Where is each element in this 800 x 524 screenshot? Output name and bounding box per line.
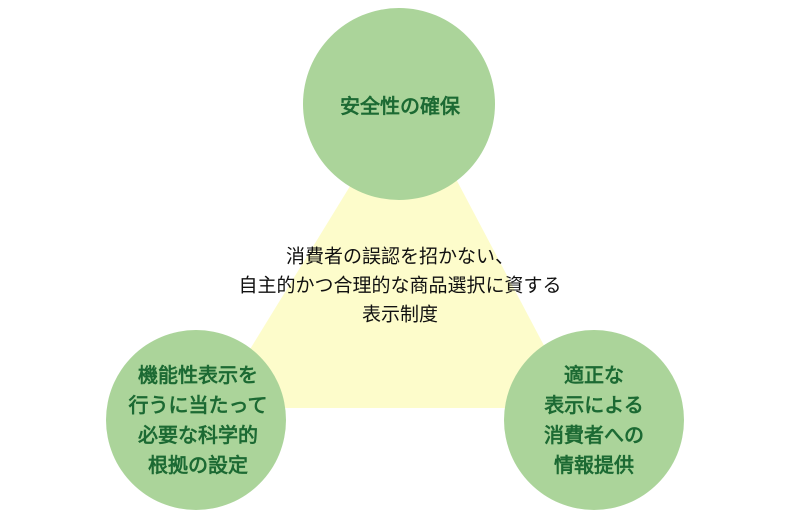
label-line: 情報提供 bbox=[554, 453, 634, 477]
label-line: 必要な科学的 bbox=[138, 423, 258, 447]
center-statement: 消費者の誤認を招かない、 自主的かつ合理的な商品選択に資する 表示制度 bbox=[238, 243, 561, 330]
node-information-label: 適正な 表示による 消費者への 情報提供 bbox=[544, 360, 644, 480]
label-line: 表示による bbox=[544, 393, 644, 417]
label-line: 根拠の設定 bbox=[148, 453, 248, 477]
statement-line: 自主的かつ合理的な商品選択に資する bbox=[238, 274, 562, 297]
label-line: 消費者への bbox=[544, 423, 644, 447]
node-safety-label: 安全性の確保 bbox=[340, 91, 460, 121]
statement-line: 消費者の誤認を招かない、 bbox=[285, 245, 515, 268]
label-line: 機能性表示を bbox=[138, 363, 258, 387]
node-scientific-basis-label: 機能性表示を 行うに当たって 必要な科学的 根拠の設定 bbox=[129, 360, 268, 480]
node-circle-left bbox=[106, 330, 286, 510]
statement-line: 表示制度 bbox=[361, 303, 439, 326]
node-circle-top bbox=[303, 8, 495, 200]
label-line: 安全性の確保 bbox=[340, 94, 460, 118]
label-line: 適正な bbox=[564, 363, 624, 387]
label-line: 行うに当たって bbox=[128, 393, 268, 417]
center-triangle bbox=[214, 90, 577, 408]
node-circle-right bbox=[504, 330, 684, 510]
